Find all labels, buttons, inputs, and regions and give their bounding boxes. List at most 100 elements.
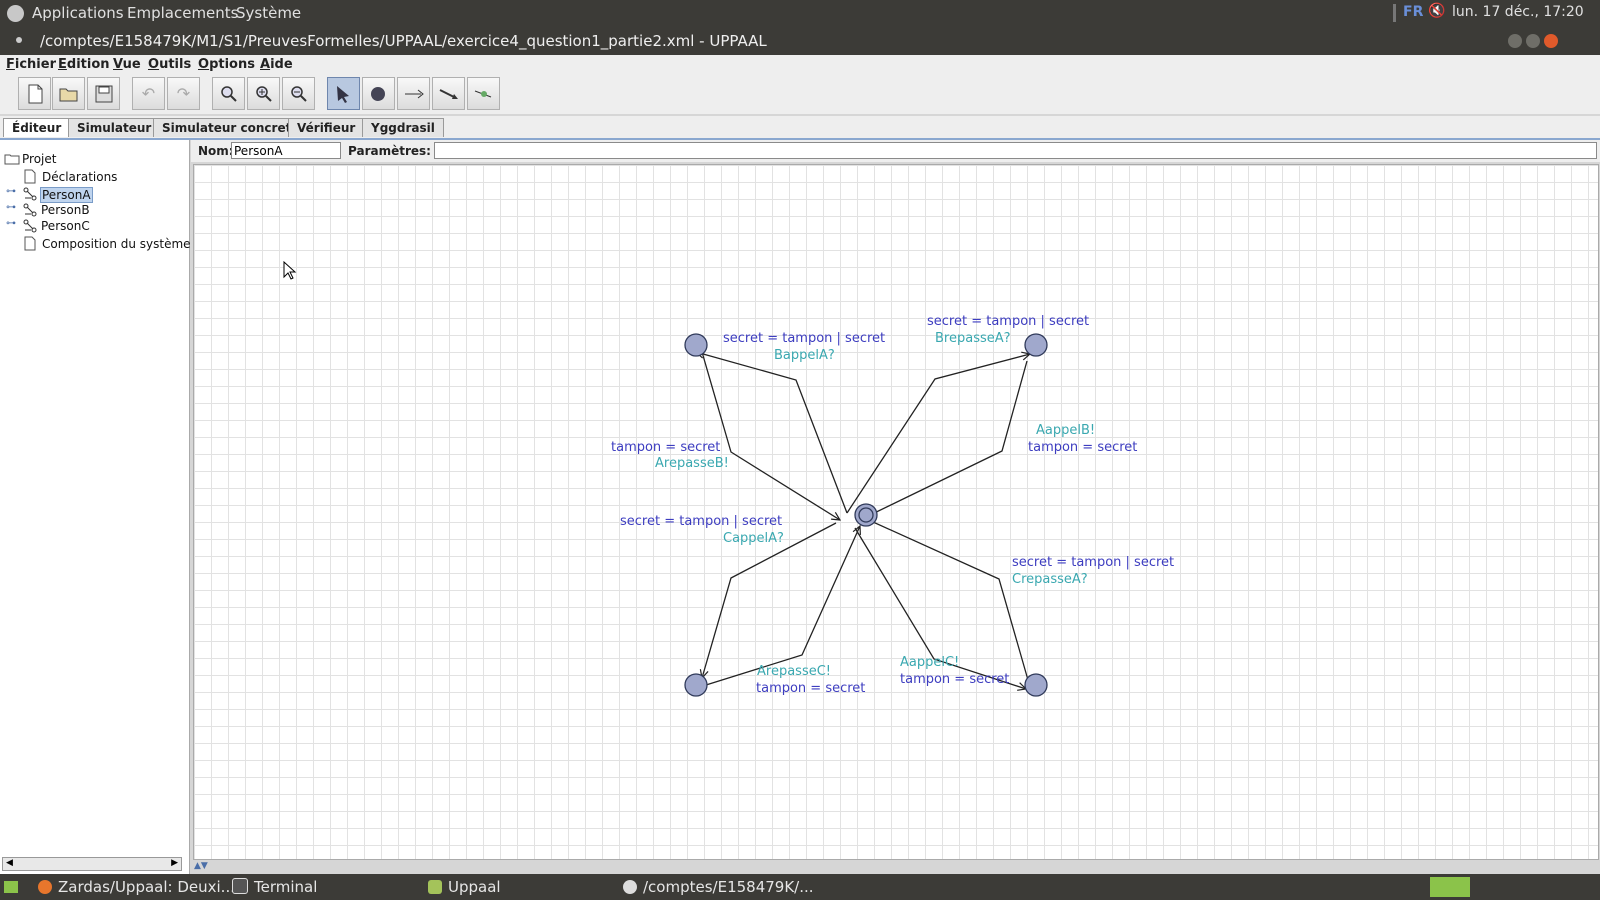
tree-item-label: Composition du système <box>42 237 191 251</box>
tab-simulateur-concret[interactable]: Simulateur concret <box>153 118 301 137</box>
expand-icon[interactable]: ⊶ <box>6 186 16 197</box>
minimize-button[interactable] <box>1508 34 1522 48</box>
clock[interactable]: lun. 17 déc., 17:20 <box>1452 4 1584 20</box>
location-bottom-left[interactable] <box>684 673 708 697</box>
system-menu[interactable]: Système <box>236 4 302 22</box>
folder-icon <box>428 880 442 894</box>
zoom-out-icon[interactable] <box>282 77 315 110</box>
places-menu[interactable]: Emplacements <box>127 4 239 22</box>
edge-br-to-center[interactable] <box>862 517 1029 681</box>
tree-root-label: Projet <box>22 152 57 166</box>
taskbar-item-label: Terminal <box>254 878 318 896</box>
taskbar-item-label: Uppaal <box>448 878 501 896</box>
menu-options[interactable]: Options <box>198 57 255 72</box>
system-top-bar: Applications Emplacements Système FR 🔇 l… <box>0 0 1600 27</box>
save-icon[interactable] <box>87 77 120 110</box>
edge-label-update[interactable]: secret = tampon | secret <box>723 331 885 346</box>
menu-aide[interactable]: Aide <box>260 57 293 72</box>
edge-label-update[interactable]: tampon = secret <box>611 440 720 455</box>
taskbar-item-terminal[interactable]: Terminal <box>232 878 317 896</box>
show-desktop-icon[interactable] <box>4 881 18 893</box>
template-icon <box>23 219 37 233</box>
edge-label-update[interactable]: secret = tampon | secret <box>620 514 782 529</box>
zoom-in-icon[interactable] <box>247 77 280 110</box>
tree-item-label: PersonA <box>40 187 93 203</box>
new-file-icon[interactable] <box>18 77 51 110</box>
nail-tool-icon[interactable] <box>432 77 465 110</box>
window-title-bar: /comptes/E158479K/M1/S1/PreuvesFormelles… <box>0 27 1600 55</box>
name-field[interactable]: PersonA <box>231 142 341 159</box>
edge-label-update[interactable]: secret = tampon | secret <box>1012 555 1174 570</box>
document-icon <box>24 169 36 184</box>
toolbar: ↶ ↷ <box>0 74 1600 114</box>
tree-item-label: PersonB <box>41 203 90 217</box>
location-bottom-right[interactable] <box>1024 673 1048 697</box>
taskbar-item-label: /comptes/E158479K/... <box>643 878 814 896</box>
menu-vue[interactable]: Vue <box>113 57 141 72</box>
scroll-right-icon[interactable]: ▶ <box>171 858 178 868</box>
open-folder-icon[interactable] <box>52 77 85 110</box>
undo-icon[interactable]: ↶ <box>132 77 165 110</box>
parameters-field[interactable] <box>434 142 1597 159</box>
edge-label-update[interactable]: tampon = secret <box>1028 440 1137 455</box>
edge-label-sync[interactable]: BappelA? <box>774 348 835 363</box>
edge-label-sync[interactable]: AappelB! <box>1036 423 1095 438</box>
location-top-right[interactable] <box>1024 333 1048 357</box>
location-top-left[interactable] <box>684 333 708 357</box>
menu-bar: Fichier Edition Vue Outils Options Aide <box>0 55 1600 74</box>
main-tabs: Éditeur Simulateur Simulateur concret Vé… <box>0 116 1600 140</box>
taskbar-item-uppaal-window[interactable]: /comptes/E158479K/... <box>623 878 814 896</box>
taskbar-item-folder[interactable]: Uppaal <box>428 878 501 896</box>
maximize-button[interactable] <box>1526 34 1540 48</box>
tab-yggdrasil[interactable]: Yggdrasil <box>362 118 444 137</box>
edge-center-to-bl[interactable] <box>702 522 837 678</box>
expand-icon[interactable]: ⊶ <box>6 218 16 229</box>
edge-tr-to-center[interactable] <box>864 360 1028 518</box>
edge-label-update[interactable]: tampon = secret <box>900 672 1009 687</box>
edge-bl-to-center[interactable] <box>705 526 860 686</box>
canvas-resize-icon[interactable]: ▲▼ <box>194 861 208 871</box>
workspace-switcher-icon[interactable] <box>1430 877 1470 897</box>
edge-center-to-tl[interactable] <box>696 352 848 514</box>
taskbar-item-label: Zardas/Uppaal: Deuxi... <box>58 878 235 896</box>
edge-center-to-tr[interactable] <box>846 354 1030 514</box>
parameters-label: Paramètres: <box>348 144 431 158</box>
zoom-fit-icon[interactable] <box>212 77 245 110</box>
edge-center-to-br[interactable] <box>854 527 1026 689</box>
edge-label-sync[interactable]: AappelC! <box>900 655 959 670</box>
edge-tool-icon[interactable] <box>397 77 430 110</box>
menu-fichier[interactable]: Fichier <box>6 57 56 72</box>
edge-label-sync[interactable]: CrepasseA? <box>1012 572 1088 587</box>
nail-edit-icon[interactable] <box>467 77 500 110</box>
applications-menu[interactable]: Applications <box>32 4 124 22</box>
edge-label-sync[interactable]: BrepasseA? <box>935 331 1011 346</box>
select-tool-icon[interactable] <box>327 77 360 110</box>
expand-icon[interactable]: ⊶ <box>6 202 16 213</box>
redo-icon[interactable]: ↷ <box>167 77 200 110</box>
menu-edition[interactable]: Edition <box>58 57 110 72</box>
edge-label-update[interactable]: secret = tampon | secret <box>927 314 1089 329</box>
tab-simulateur[interactable]: Simulateur <box>68 118 161 137</box>
folder-icon <box>4 154 20 165</box>
edge-label-update[interactable]: tampon = secret <box>756 681 865 696</box>
menu-outils[interactable]: Outils <box>148 57 192 72</box>
scroll-left-icon[interactable]: ◀ <box>6 858 13 868</box>
edge-tl-to-center[interactable] <box>701 351 840 520</box>
ubuntu-logo-icon[interactable] <box>7 5 24 22</box>
keyboard-layout-indicator[interactable]: FR <box>1403 4 1424 20</box>
edge-label-sync[interactable]: ArepasseC! <box>757 664 831 679</box>
close-button[interactable] <box>1544 34 1558 48</box>
volume-muted-icon[interactable]: 🔇 <box>1428 3 1446 19</box>
taskbar-item-browser[interactable]: Zardas/Uppaal: Deuxi... <box>38 878 235 896</box>
taskbar: Zardas/Uppaal: Deuxi... Terminal Uppaal … <box>0 874 1600 900</box>
project-tree-panel: Projet Déclarations ⊶ PersonA ⊶ PersonB … <box>0 140 191 874</box>
terminal-icon <box>232 878 248 894</box>
window-menu-icon[interactable] <box>16 37 22 43</box>
tab-verifieur[interactable]: Vérifieur <box>288 118 365 137</box>
editor-canvas[interactable]: secret = tampon | secret BappelA? secret… <box>193 164 1599 860</box>
location-tool-icon[interactable] <box>362 77 395 110</box>
horizontal-scrollbar[interactable]: ◀ ▶ <box>2 857 182 871</box>
edge-label-sync[interactable]: ArepasseB! <box>655 456 729 471</box>
tab-editeur[interactable]: Éditeur <box>3 118 71 137</box>
edge-label-sync[interactable]: CappelA? <box>723 531 784 546</box>
